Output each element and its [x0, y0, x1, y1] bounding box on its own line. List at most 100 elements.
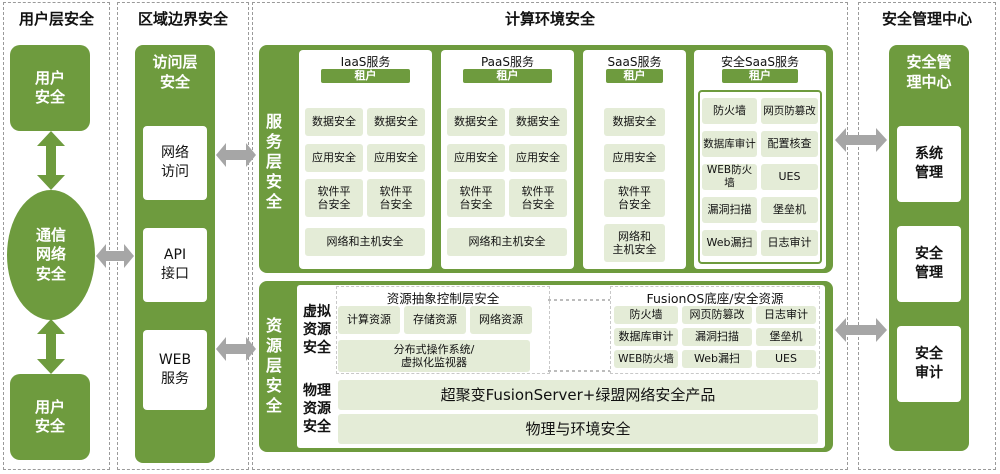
- db-audit-cell: 数据库审计: [702, 131, 757, 157]
- fusion-dashed-frame: [610, 286, 820, 374]
- security-audit-box: 安全 审计: [897, 326, 961, 402]
- data-security-cell: 数据安全: [447, 108, 505, 136]
- compute-resource-cell: 计算资源: [338, 306, 400, 334]
- user-security-top: 用户 安全: [10, 45, 90, 131]
- region-column-frame: [117, 2, 249, 470]
- storage-resource-cell: 存储资源: [404, 306, 466, 334]
- network-host-cell: 网络和主机安全: [447, 228, 567, 256]
- comm-network-security: 通信 网络 安全: [7, 190, 95, 320]
- double-arrow-icon: [96, 244, 134, 268]
- software-platform-cell: 软件平 台安全: [509, 179, 567, 217]
- user-security-top-label: 用户 安全: [34, 68, 65, 107]
- app-security-cell: 应用安全: [305, 144, 363, 172]
- user-column-frame: [3, 2, 110, 470]
- mgmt-column-frame: [858, 2, 996, 470]
- security-saas-title: 安全SaaS服务: [721, 55, 799, 69]
- app-security-cell: 应用安全: [604, 144, 665, 172]
- resource-layer-label: 资源 层 安全: [265, 316, 282, 415]
- connector-line: [548, 299, 610, 372]
- web-tamper-cell: 网页防篡改: [682, 306, 752, 324]
- paas-panel: PaaS服务 租户 数据安全 数据安全 应用安全 应用安全 软件平 台安全 软件…: [441, 50, 574, 269]
- bastion-cell: 堡垒机: [761, 197, 818, 223]
- bastion-cell: 堡垒机: [756, 328, 816, 346]
- waf-cell: WEB防火墙: [702, 164, 757, 190]
- iaas-panel: IaaS服务 租户 数据安全 数据安全 应用安全 应用安全 软件平 台安全 软件…: [299, 50, 432, 269]
- user-security-bottom: 用户 安全: [10, 374, 90, 460]
- virtual-resource-label: 虚拟 资源 安全: [303, 304, 331, 357]
- user-column-title: 用户层安全: [18, 10, 94, 28]
- network-resource-cell: 网络资源: [470, 306, 532, 334]
- web-vuln-scan-cell: Web漏扫: [682, 350, 752, 368]
- db-audit-cell: 数据库审计: [614, 328, 678, 346]
- user-security-bottom-label: 用户 安全: [34, 397, 65, 436]
- saas-title: SaaS服务: [607, 55, 662, 69]
- software-platform-cell: 软件平 台安全: [447, 179, 505, 217]
- log-audit-cell: 日志审计: [756, 306, 816, 324]
- data-security-cell: 数据安全: [509, 108, 567, 136]
- double-arrow-icon: [37, 319, 65, 374]
- api-interface-box: API 接口: [143, 228, 207, 302]
- double-arrow-icon: [37, 131, 65, 190]
- abstract-control-title: 资源抽象控制层安全: [386, 291, 500, 306]
- access-layer-title: 访问层 安全: [152, 53, 198, 92]
- data-security-cell: 数据安全: [305, 108, 363, 136]
- security-audit-label: 安全 审计: [915, 346, 943, 381]
- mgmt-column-title: 安全管理中心: [881, 10, 972, 28]
- app-security-cell: 应用安全: [447, 144, 505, 172]
- fusionos-title: FusionOS底座/安全资源: [646, 291, 784, 306]
- web-service-label: WEB 服务: [158, 352, 192, 387]
- network-access-box: 网络 访问: [143, 126, 207, 200]
- network-host-cell: 网络和主机安全: [305, 228, 425, 256]
- software-platform-cell: 软件平 台安全: [604, 179, 665, 217]
- ues-cell: UES: [761, 164, 818, 190]
- iaas-title: IaaS服务: [340, 55, 391, 69]
- mgmt-center-title: 安全管 理中心: [906, 53, 952, 92]
- compute-column-frame: [252, 2, 848, 470]
- app-security-cell: 应用安全: [509, 144, 567, 172]
- security-saas-grid: [698, 90, 822, 264]
- distributed-os-cell: 分布式操作系统/ 虚拟化监视器: [338, 340, 530, 372]
- physical-resource-label: 物理 资源 安全: [303, 383, 331, 436]
- data-security-cell: 数据安全: [604, 108, 665, 136]
- software-platform-cell: 软件平 台安全: [367, 179, 425, 217]
- waf-cell: WEB防火墙: [614, 350, 678, 368]
- firewall-cell: 防火墙: [614, 306, 678, 324]
- paas-title: PaaS服务: [480, 55, 535, 69]
- vuln-scan-cell: 漏洞扫描: [682, 328, 752, 346]
- region-column-title: 区域边界安全: [137, 10, 228, 28]
- data-security-cell: 数据安全: [367, 108, 425, 136]
- network-host-cell: 网络和 主机安全: [604, 224, 665, 262]
- paas-tenant-tag: 租户: [463, 69, 552, 83]
- ues-cell: UES: [756, 350, 816, 368]
- double-arrow-icon: [216, 143, 256, 167]
- double-arrow-icon: [835, 128, 887, 152]
- app-security-cell: 应用安全: [367, 144, 425, 172]
- config-check-cell: 配置核查: [761, 131, 818, 157]
- iaas-tenant-tag: 租户: [321, 69, 410, 83]
- web-service-box: WEB 服务: [143, 330, 207, 410]
- system-mgmt-box: 系统 管理: [897, 126, 961, 202]
- web-tamper-cell: 网页防篡改: [761, 98, 818, 124]
- saas-tenant-tag: 租户: [606, 69, 663, 83]
- compute-column-title: 计算环境安全: [504, 10, 595, 28]
- firewall-cell: 防火墙: [702, 98, 757, 124]
- double-arrow-icon: [216, 337, 256, 361]
- fusionserver-product-cell: 超聚变FusionServer+绿盟网络安全产品: [338, 380, 818, 410]
- log-audit-cell: 日志审计: [761, 230, 818, 256]
- vuln-scan-cell: 漏洞扫描: [702, 197, 757, 223]
- security-mgmt-box: 安全 管理: [897, 226, 961, 302]
- comm-network-label: 通信 网络 安全: [35, 225, 66, 283]
- double-arrow-icon: [835, 318, 887, 342]
- security-mgmt-label: 安全 管理: [915, 246, 943, 281]
- software-platform-cell: 软件平 台安全: [305, 179, 363, 217]
- security-saas-panel: 安全SaaS服务 租户 防火墙 网页防篡改 数据库审计 配置核查 WEB防火墙 …: [694, 50, 826, 269]
- network-access-label: 网络 访问: [161, 145, 189, 180]
- saas-panel: SaaS服务 租户 数据安全 应用安全 软件平 台安全 网络和 主机安全: [583, 50, 686, 269]
- api-interface-label: API 接口: [161, 247, 189, 282]
- service-layer-label: 服务 层 安全: [265, 112, 282, 211]
- physical-environment-cell: 物理与环境安全: [338, 414, 818, 444]
- system-mgmt-label: 系统 管理: [915, 146, 943, 181]
- abstract-dashed-frame: [336, 286, 550, 374]
- web-vuln-scan-cell: Web漏扫: [702, 230, 757, 256]
- security-saas-tenant-tag: 租户: [722, 69, 798, 83]
